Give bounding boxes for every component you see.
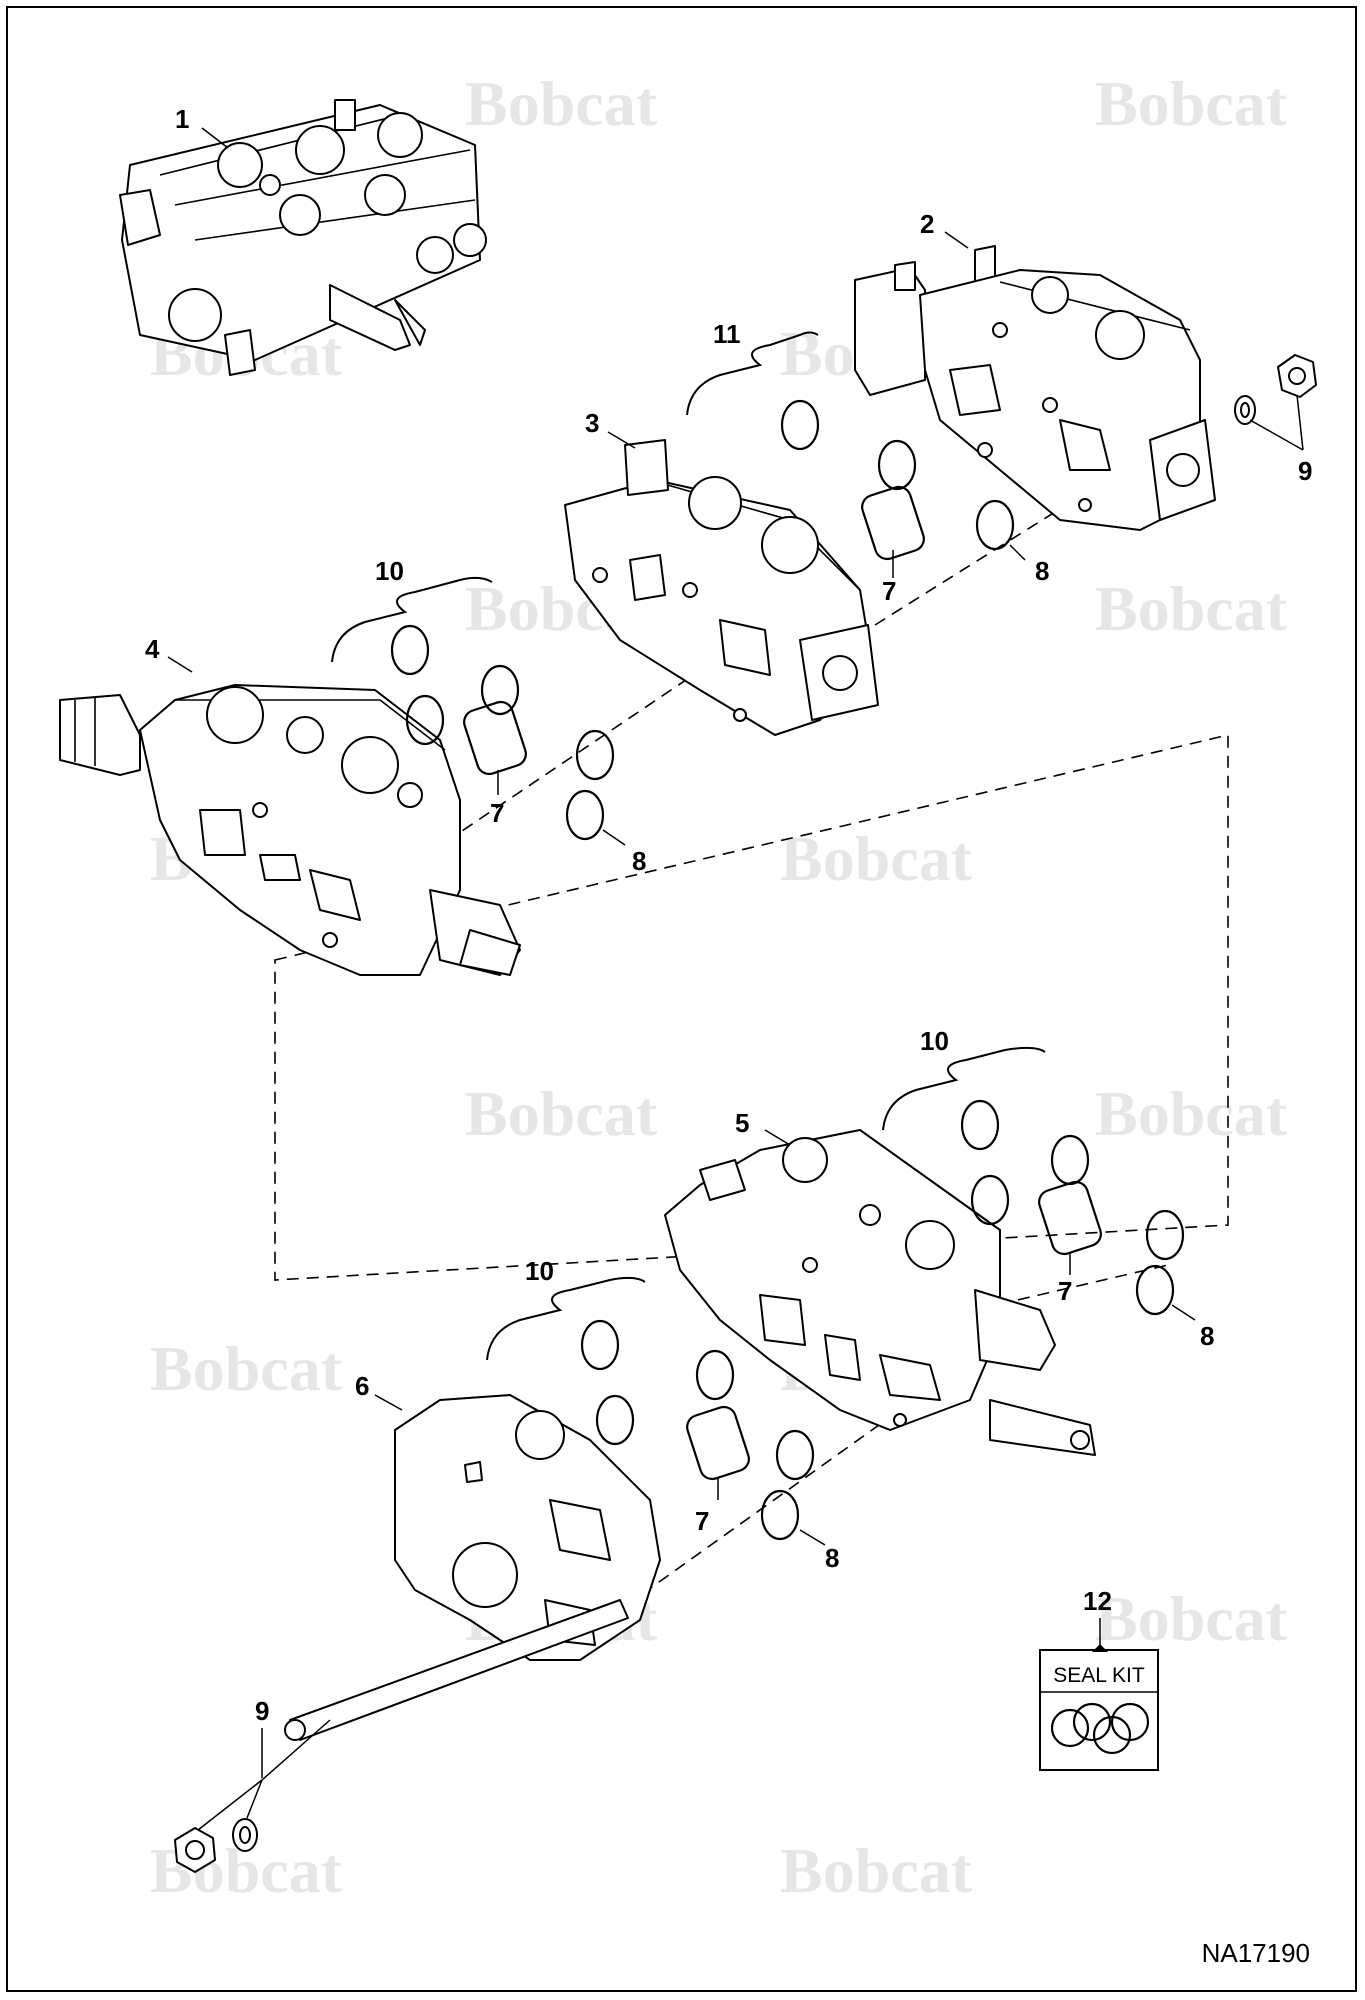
nut-and-washer-lower [174,1818,258,1873]
o-ring [1145,1209,1185,1261]
watermark-text: Bobcat [1095,68,1288,139]
callout-11: 11 [713,319,741,349]
valve-section-part-5 [664,1129,1096,1456]
callout-10-middle: 10 [920,1026,949,1056]
watermark-text: Bobcat [150,1333,343,1404]
callout-9-upper: 9 [1298,456,1312,486]
square-seal [686,1405,750,1481]
callout-9-lower: 9 [255,1696,269,1726]
watermark-text: Bobcat [780,823,973,894]
callout-6: 6 [355,1371,369,1401]
nut-and-washer-upper [1234,354,1317,425]
callout-7-section-3: 7 [882,576,896,606]
o-ring [1135,1264,1175,1316]
o-ring [970,1174,1010,1226]
o-ring [580,1319,620,1371]
o-ring [595,1394,635,1446]
square-seal [1038,1180,1102,1256]
o-ring [975,499,1015,551]
tie-rod [284,1599,629,1741]
seal-set-braces [331,331,1046,1361]
callout-labels: 1 2 3 4 5 6 7 7 7 7 8 8 8 8 9 9 10 10 10… [145,104,1312,1726]
callout-leaders [167,127,1304,1831]
drawing-code: NA17190 [1202,1938,1310,1968]
valve-section-part-4 [59,684,521,976]
callout-8-section-3: 8 [1035,556,1049,586]
callout-12: 12 [1083,1586,1112,1616]
o-ring [405,694,445,746]
watermark-text: Bobcat [780,1835,973,1906]
valve-section-part-2 [854,245,1216,531]
square-seal [861,485,925,561]
valve-assembly-part-1 [119,99,487,376]
o-ring [565,789,605,841]
o-ring [390,624,430,676]
callout-8-section-4: 8 [632,846,646,876]
valve-section-part-6 [394,1394,661,1661]
callout-8-section-6: 8 [825,1543,839,1573]
hang-tab-icon [1092,1644,1108,1652]
o-ring-icon [1050,1708,1090,1748]
callout-8-section-5: 8 [1200,1321,1214,1351]
seal-kit-label: SEAL KIT [1053,1664,1145,1687]
seal-kit-box: SEAL KIT [1039,1644,1159,1771]
watermark-text: Bobcat [465,68,658,139]
o-ring [480,664,520,716]
callout-7-section-6: 7 [695,1506,709,1536]
o-ring [760,1489,800,1541]
callout-4: 4 [145,634,160,664]
o-ring [695,1349,735,1401]
o-ring [575,729,615,781]
callout-5: 5 [735,1108,749,1138]
o-ring [775,1429,815,1481]
o-ring [877,439,917,491]
callout-7-section-5: 7 [1058,1276,1072,1306]
watermark-text: Bobcat [1095,1078,1288,1149]
callout-3: 3 [585,408,599,438]
callout-10-lower: 10 [525,1256,554,1286]
watermark-text: Bobcat [1095,1583,1288,1654]
callout-2: 2 [920,209,934,239]
o-ring [1050,1134,1090,1186]
square-seal [463,700,527,776]
callout-10-upper: 10 [375,556,404,586]
callout-1: 1 [175,104,189,134]
o-ring [960,1099,1000,1151]
o-ring [780,399,820,451]
watermark-text: Bobcat [465,1078,658,1149]
valve-section-part-3 [564,439,879,736]
o-ring-icon [1072,1702,1112,1742]
seal-rings [390,399,1185,1541]
watermark-text: Bobcat [1095,573,1288,644]
callout-7-section-4: 7 [490,798,504,828]
o-ring-icon [1110,1702,1150,1742]
